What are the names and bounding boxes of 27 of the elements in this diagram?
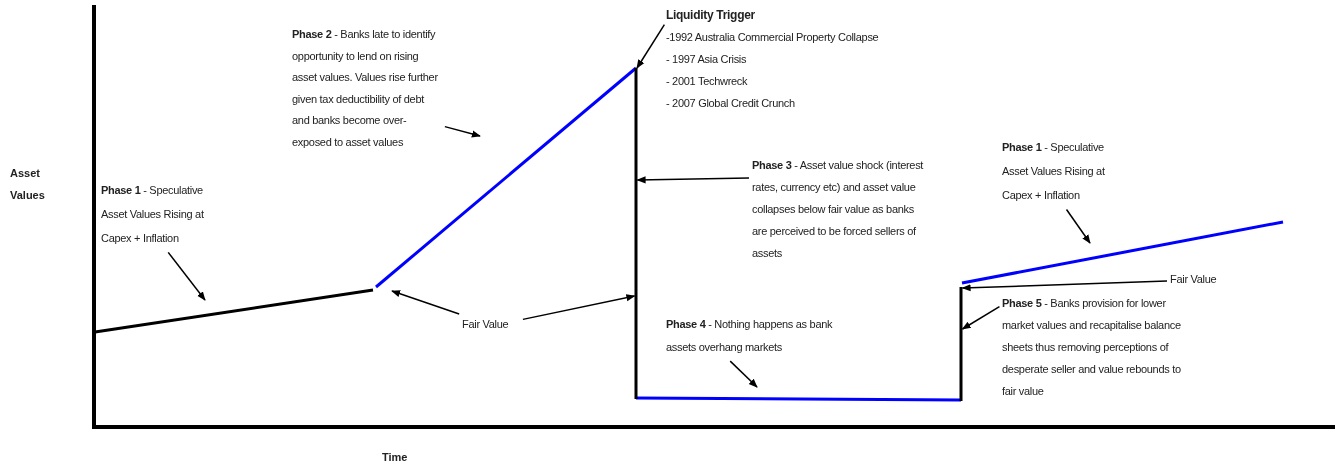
leader-arrow: [522, 294, 636, 321]
annotation-text: Phase 4 - Nothing happens as bank assets overhang markets: [666, 317, 834, 355]
axis-label: Time: [382, 450, 408, 465]
annotation-text: Phase 5 - Banks provision for lower market values and recapitalise balance sheets thus removing perceptions of desperate seller and value rebounds to fair value: [1002, 296, 1182, 399]
annotation-text: Fair Value: [462, 317, 510, 332]
annotation-text: - 2001 Techwreck: [666, 74, 749, 89]
vertical-value-line: [634, 68, 638, 399]
leader-arrow: [961, 305, 1001, 330]
annotation-text: -1992 Australia Commercial Property Collapse: [666, 30, 880, 45]
annotation-text: Fair Value: [1170, 272, 1218, 287]
annotation-text: - 2007 Global Credit Crunch: [666, 96, 796, 111]
leader-arrow: [636, 23, 666, 69]
vertical-value-line: [959, 287, 963, 401]
annotation-text: Phase 1 - Speculative Asset Values Rising at Capex + Inflation: [101, 183, 205, 246]
leader-arrow: [391, 290, 460, 315]
leader-arrow: [729, 360, 758, 388]
annotation-text: Phase 2 - Banks late to identify opportunity to lend on rising asset values. Values rise further given tax deductibility of debt and banks become over-exposed to asset values: [292, 27, 439, 150]
leader-arrow: [167, 251, 206, 301]
axis-label: Asset Values: [10, 166, 46, 203]
annotation-text: - 1997 Asia Crisis: [666, 52, 748, 67]
leader-arrow: [636, 176, 750, 184]
leader-arrow: [961, 280, 1168, 292]
annotation-text: Phase 1 - Speculative Asset Values Rising at Capex + Inflation: [1002, 140, 1106, 203]
annotation-text: Phase 3 - Asset value shock (interest rates, currency etc) and asset value collapses below fair value as banks are perceived to be forced sellers of assets: [752, 158, 925, 261]
leader-arrow: [444, 125, 481, 138]
leader-arrow: [1065, 208, 1091, 244]
annotation-heading: Liquidity Trigger: [666, 7, 756, 24]
